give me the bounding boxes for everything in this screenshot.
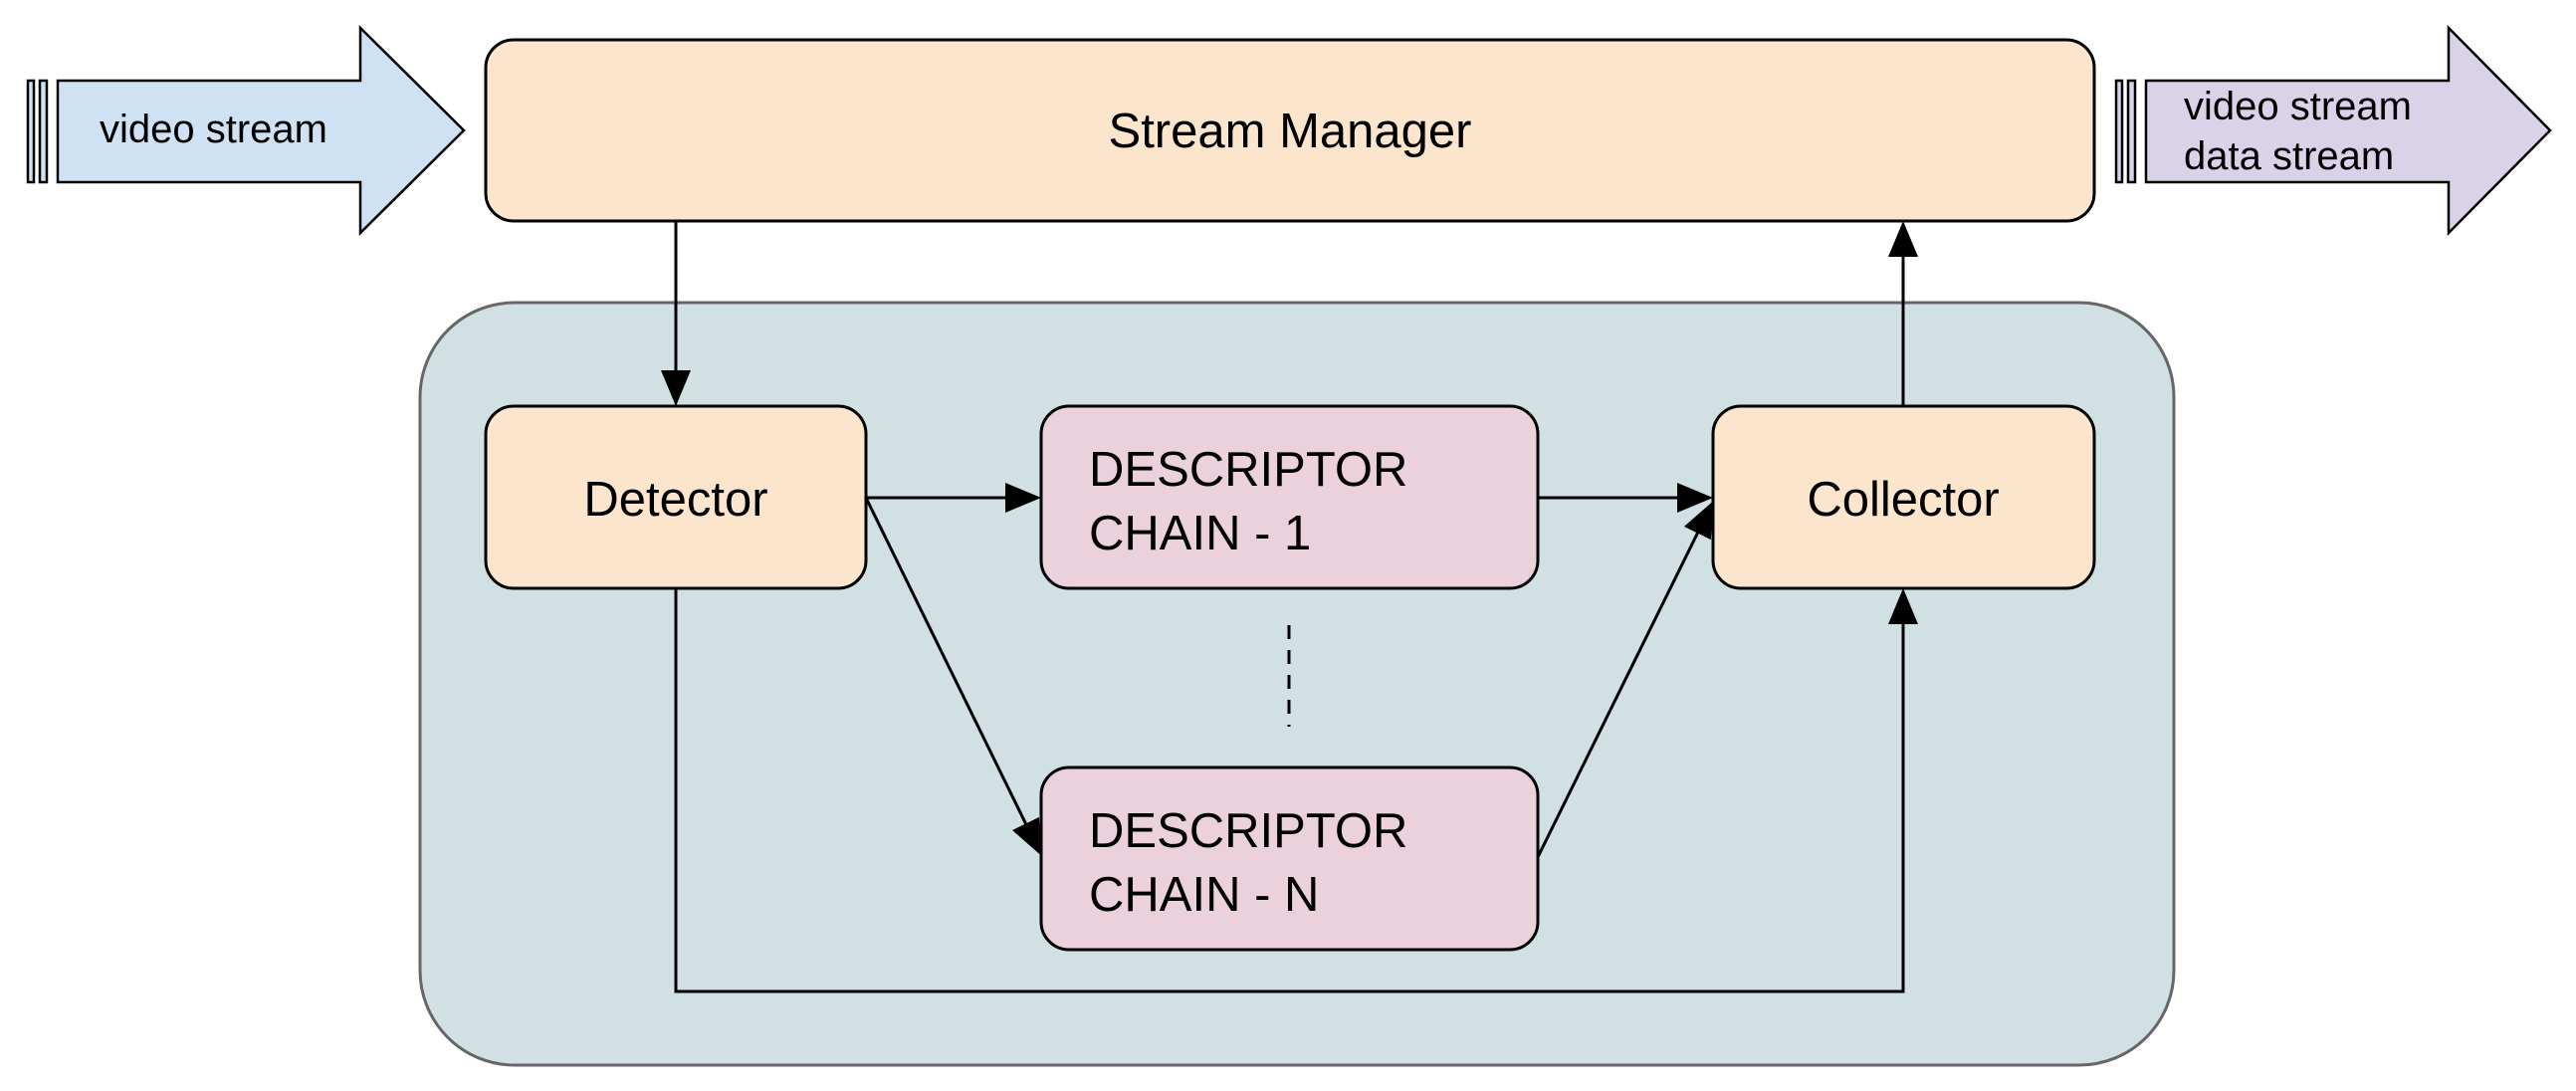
input-arrow-label: video stream <box>100 108 327 151</box>
stream-manager-label: Stream Manager <box>1109 105 1472 158</box>
detector-label: Detector <box>583 473 767 527</box>
input-arrow-shape <box>56 25 466 236</box>
output-arrow-stripe <box>2114 79 2124 184</box>
arrow-detector-bypass-to-collector <box>674 588 1918 993</box>
descriptor-chain-label-line2: CHAIN - N <box>1089 868 1319 922</box>
stream-manager-box <box>484 38 2096 223</box>
arrow-chain-n-to-collector <box>1536 501 1714 858</box>
descriptor-chain-box <box>1039 404 1540 590</box>
input-arrow-stripe <box>38 79 49 184</box>
stream-manager: Stream Manager <box>484 38 2096 223</box>
input-arrow-stripe <box>26 79 36 184</box>
arrow-detector-to-chain-n <box>864 497 1042 856</box>
descriptor-chain-n: DESCRIPTOR CHAIN - N <box>1039 765 1540 952</box>
descriptor-chain-1: DESCRIPTOR CHAIN - 1 <box>1039 404 1540 590</box>
output-arrow-stripe <box>2126 79 2137 184</box>
collector-label: Collector <box>1807 473 1999 527</box>
output-arrow-label-line1: video stream <box>2184 85 2412 128</box>
output-arrow: video stream data stream <box>2114 24 2552 237</box>
output-arrow-shape <box>2144 24 2552 237</box>
descriptor-chain-box <box>1039 765 1540 952</box>
input-arrow: video stream <box>26 25 466 236</box>
descriptor-chain-label-line1: DESCRIPTOR <box>1089 804 1407 858</box>
descriptor-chain-label-line2: CHAIN - 1 <box>1089 507 1311 560</box>
output-arrow-label-line2: data stream <box>2184 134 2394 178</box>
detector: Detector <box>484 404 868 590</box>
descriptor-chain-label-line1: DESCRIPTOR <box>1089 443 1407 497</box>
collector: Collector <box>1711 404 2096 590</box>
